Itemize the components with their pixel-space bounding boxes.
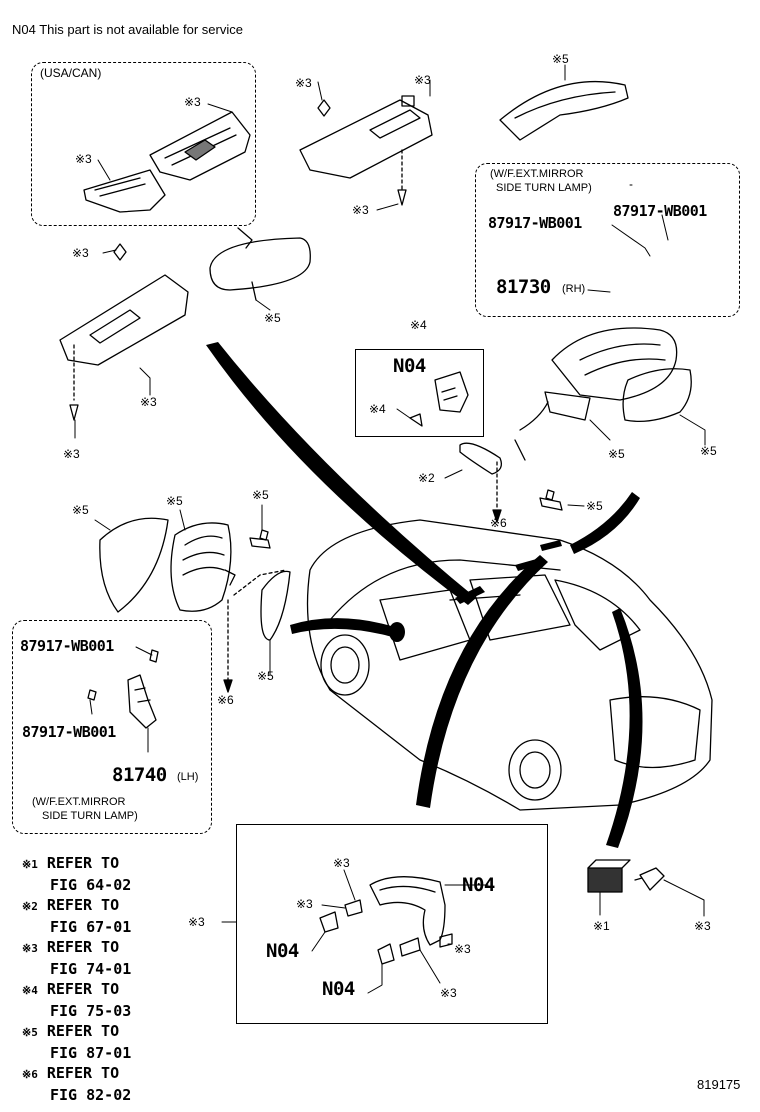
vehicle-highlights [389, 540, 562, 642]
rh-condition-line2: SIDE TURN LAMP) [496, 182, 592, 194]
reference-legend: ※1 REFER TO FIG 64-02 ※2 REFER TO FIG 67… [22, 853, 212, 1105]
callout-grip-right-1: ※3 [454, 942, 471, 956]
reference-item: ※4 REFER TO FIG 75-03 [22, 980, 132, 1020]
callout-usa-left: ※3 [75, 152, 92, 166]
part-number-lamp-lh: 81740 [112, 764, 167, 786]
callout-mirror-cover-top: ※5 [552, 52, 569, 66]
callout-left-glass: ※5 [257, 669, 274, 683]
callout-screw-top: ※3 [352, 203, 369, 217]
n04-box-part [409, 371, 469, 427]
bolt-right [539, 489, 563, 511]
n04-visor-label: N04 [393, 355, 426, 377]
sun-visor-right [299, 95, 433, 206]
callout-clip-left: ※3 [72, 246, 89, 260]
lh-condition-line1: (W/F.EXT.MIRROR [32, 796, 126, 808]
callout-grip-clip-2: ※3 [333, 856, 350, 870]
callout-handle: ※2 [418, 471, 435, 485]
assist-trim-right [459, 442, 503, 475]
callout-switch-bulb: ※3 [694, 919, 711, 933]
mirror-glass-left [260, 570, 291, 641]
part-number-screw-rh-2: 87917-WB001 [613, 202, 707, 220]
reference-item: ※1 REFER TO FIG 64-02 [22, 854, 132, 894]
callout-clip-top: ※3 [295, 76, 312, 90]
callout-grip-clip-1: ※3 [296, 897, 313, 911]
grip-detail-box [236, 824, 548, 1024]
callout-n04-screw: ※4 [369, 402, 386, 416]
rh-condition-line1: (W/F.EXT.MIRROR [490, 168, 584, 180]
pointer-strokes [206, 342, 643, 848]
callout-grip-right-2: ※3 [440, 986, 457, 1000]
reference-item: ※2 REFER TO FIG 67-01 [22, 896, 132, 936]
rh-lamp-group-box [475, 163, 740, 317]
callout-mirror-body: ※5 [608, 447, 625, 461]
lh-lamp-group-box [12, 620, 212, 834]
callout-mirror-glass: ※5 [700, 444, 717, 458]
mirror-cover-left [99, 517, 169, 613]
lamp-lh-side: (LH) [177, 771, 199, 783]
lamp-lh-part [87, 649, 159, 729]
n04-detail-box [355, 349, 484, 437]
vehicle-body [306, 519, 713, 811]
callout-usa-right: ※3 [184, 95, 201, 109]
mirror-cover-top [499, 80, 629, 141]
callout-visor-left: ※3 [140, 395, 157, 409]
callout-inner-mirror: ※5 [264, 311, 281, 325]
outer-mirror-glass-right [622, 368, 692, 423]
callout-screw-left: ※3 [63, 447, 80, 461]
room-lamp-switch [587, 859, 665, 893]
part-number-screw-lh-2: 87917-WB001 [22, 723, 116, 741]
callout-visor-top: ※3 [414, 73, 431, 87]
sun-visor-left [59, 243, 189, 421]
callout-grip-box: ※3 [188, 915, 205, 929]
callout-left-bolt: ※5 [252, 488, 269, 502]
usa-can-label: (USA/CAN) [40, 66, 102, 80]
part-number-lamp-rh: 81730 [496, 276, 551, 298]
figure-code: 819175 [697, 1077, 741, 1092]
callout-left-mirror: ※5 [166, 494, 183, 508]
part-number-screw-rh-1: 87917-WB001 [488, 214, 582, 232]
bolt-left [249, 529, 271, 549]
callout-bolt-right: ※5 [586, 499, 603, 513]
callout-switch: ※1 [593, 919, 610, 933]
n04-cap-1-label: N04 [266, 940, 299, 962]
n04-grip-label: N04 [462, 874, 495, 896]
leader-lines [74, 64, 706, 994]
lh-condition-line2: SIDE TURN LAMP) [42, 810, 138, 822]
reference-item: ※3 REFER TO FIG 74-01 [22, 938, 132, 978]
header-note: N04 This part is not available for servi… [12, 22, 243, 37]
callout-n04-box: ※4 [410, 318, 427, 332]
reference-item: ※5 REFER TO FIG 87-01 [22, 1022, 132, 1062]
n04-cap-2-label: N04 [322, 978, 355, 1000]
outer-mirror-left [170, 522, 236, 612]
part-number-screw-lh-1: 87917-WB001 [20, 637, 114, 655]
usa-can-group-box [31, 62, 256, 226]
inner-rear-mirror [209, 227, 311, 301]
reference-item: ※6 REFER TO FIG 82-02 [22, 1064, 132, 1104]
callout-left-cover: ※5 [72, 503, 89, 517]
callout-arrow-6-left: ※6 [217, 693, 234, 707]
lamp-rh-side: (RH) [562, 283, 586, 295]
vanity-frame-part [83, 169, 166, 213]
outer-mirror-body [514, 327, 678, 461]
callout-arrow-6-right: ※6 [490, 516, 507, 530]
